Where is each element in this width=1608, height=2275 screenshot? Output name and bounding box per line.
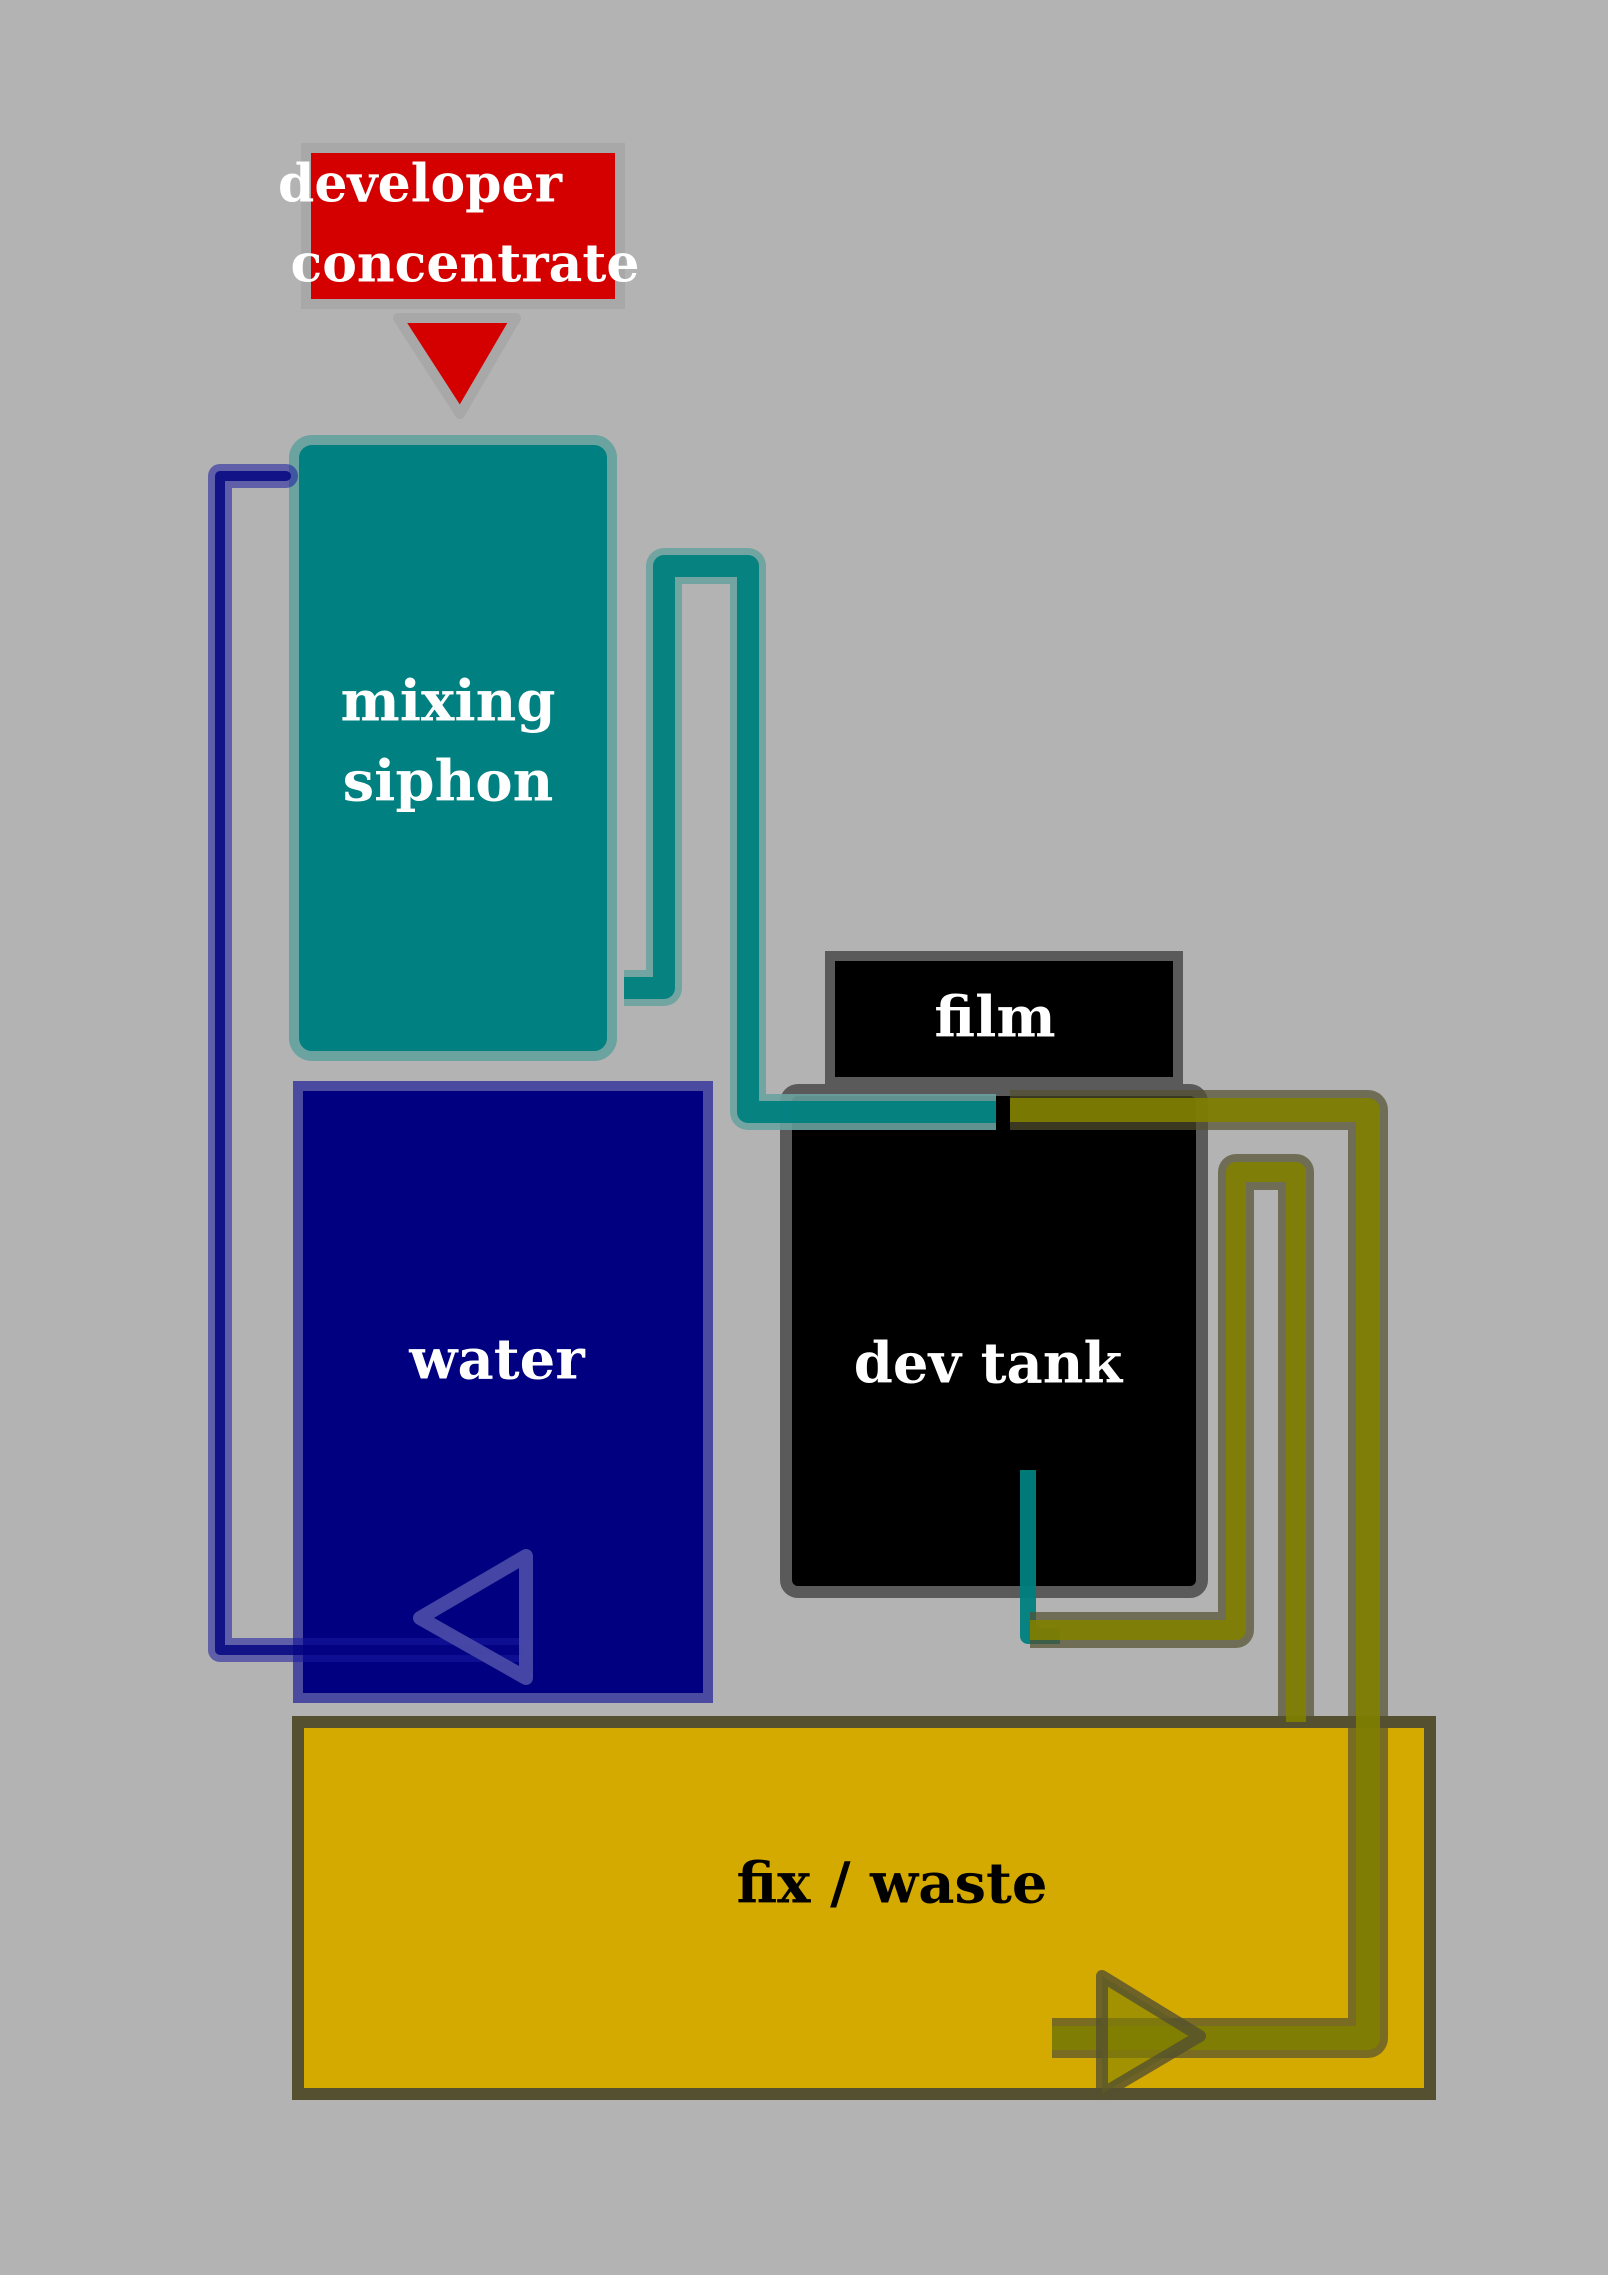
dev-tank-node: dev tank (780, 1084, 1208, 1598)
mixing-siphon-node: mixing siphon (289, 435, 617, 1061)
waste-flow-arrow-icon (1096, 1970, 1206, 2100)
mixing-siphon-tank (289, 435, 617, 1061)
water-tank (293, 1081, 713, 1703)
funnel-arrow-icon (393, 313, 521, 419)
mixing-siphon-label-line-1: mixing (340, 669, 555, 735)
waste-pipe-main (1010, 1098, 1380, 2050)
water-label: water (408, 1327, 586, 1393)
developer-concentrate-label-line-2: concentrate (291, 234, 640, 295)
developer-concentrate-node: developer concentrate (278, 143, 640, 419)
developer-concentrate-label-line-1: developer (278, 154, 563, 215)
film-node: film (825, 951, 1183, 1087)
film-label: film (934, 985, 1055, 1051)
mixing-siphon-label-line-2: siphon (343, 749, 554, 815)
water-pipe (208, 464, 533, 1685)
developer-pipe-line (624, 555, 996, 1123)
water-flow-arrow-icon (413, 1549, 533, 1685)
film-box (825, 951, 1183, 1087)
waste-pipe (1010, 1090, 1388, 2100)
waste-pipe-drain (1030, 1162, 1306, 1722)
dev-tank (780, 1084, 1208, 1598)
water-node: water (293, 1081, 713, 1703)
developer-concentrate-box (301, 143, 625, 309)
water-pipe-core (215, 471, 525, 1655)
dev-tank-label: dev tank (854, 1331, 1124, 1397)
fix-waste-label: fix / waste (736, 1851, 1047, 1917)
